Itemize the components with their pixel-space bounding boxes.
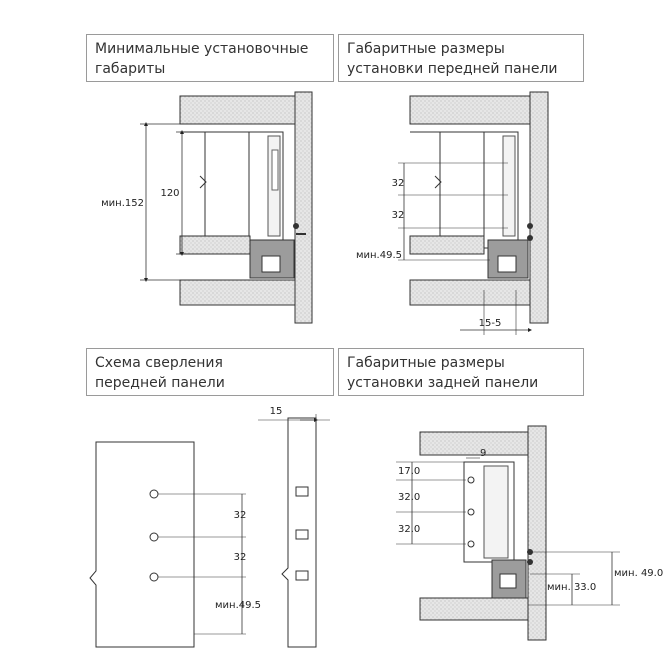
title-min-install-line1: Минимальные установочные bbox=[95, 41, 309, 57]
title-front-panel: Габаритные размеры установки передней па… bbox=[338, 34, 584, 82]
panel-face bbox=[89, 441, 195, 648]
dim-back-32b: 32.0 bbox=[398, 524, 420, 535]
dim-drill-32a: 32 bbox=[234, 510, 247, 521]
title-min-install: Минимальные установочные габариты bbox=[86, 34, 334, 82]
dim-drill-min-49-5: мин.49.5 bbox=[215, 600, 261, 611]
drawer-side-2 bbox=[439, 131, 485, 239]
title-min-install-line2: габариты bbox=[95, 61, 166, 77]
title-drilling-line1: Схема сверления bbox=[95, 355, 223, 371]
title-back-panel: Габаритные размеры установки задней пане… bbox=[338, 348, 584, 396]
cabinet-top-2 bbox=[409, 95, 531, 125]
dim-back-9: 9 bbox=[480, 448, 486, 459]
dim-min-152: мин.152 bbox=[101, 198, 144, 209]
dim-back-min-49: мин. 49.0 bbox=[614, 568, 663, 579]
dim-front-offset: 15-5 bbox=[479, 318, 502, 329]
title-front-panel-line2: установки передней панели bbox=[347, 61, 558, 77]
drill-hole-3 bbox=[149, 572, 159, 582]
dim-front-32a: 32 bbox=[392, 178, 405, 189]
dim-back-min-33: мин. 33.0 bbox=[547, 582, 596, 593]
dim-120: 120 bbox=[160, 188, 179, 199]
drill-hole-1 bbox=[149, 489, 159, 499]
dim-back-17: 17.0 bbox=[398, 466, 420, 477]
drawer-bottom bbox=[179, 235, 251, 255]
cabinet-side-wall-2 bbox=[529, 91, 549, 324]
dim-drill-32b: 32 bbox=[234, 552, 247, 563]
cabinet-bottom-2 bbox=[409, 279, 531, 306]
diagram-back-panel: 17.0 32.0 32.0 9 мин. 49.0 мин. 33.0 bbox=[396, 425, 663, 641]
drill-hole-2 bbox=[149, 532, 159, 542]
title-drilling: Схема сверления передней панели bbox=[86, 348, 334, 396]
cabinet-bottom-4 bbox=[419, 597, 529, 621]
diagram-front-panel: 32 32 мин.49.5 15-5 bbox=[356, 91, 549, 335]
title-front-panel-line1: Габаритные размеры bbox=[347, 41, 505, 57]
dim-drill-15: 15 bbox=[270, 406, 283, 417]
dim-front-min-49-5: мин.49.5 bbox=[356, 250, 402, 261]
diagram-drilling: 32 32 мин.49.5 15 bbox=[89, 406, 330, 648]
dim-front-32b: 32 bbox=[392, 210, 405, 221]
cabinet-side-wall bbox=[294, 91, 313, 324]
cabinet-top bbox=[179, 95, 296, 125]
dim-back-32a: 32.0 bbox=[398, 492, 420, 503]
title-drilling-line2: передней панели bbox=[95, 375, 225, 391]
title-back-panel-line1: Габаритные размеры bbox=[347, 355, 505, 371]
cabinet-side-wall-4 bbox=[527, 425, 547, 641]
drawer-side bbox=[204, 131, 250, 239]
cabinet-top-4 bbox=[419, 431, 529, 456]
cabinet-bottom bbox=[179, 279, 296, 306]
drawer-bottom-2 bbox=[409, 235, 485, 255]
title-back-panel-line2: установки задней панели bbox=[347, 375, 539, 391]
diagram-min-install: мин.152 120 bbox=[101, 91, 313, 324]
